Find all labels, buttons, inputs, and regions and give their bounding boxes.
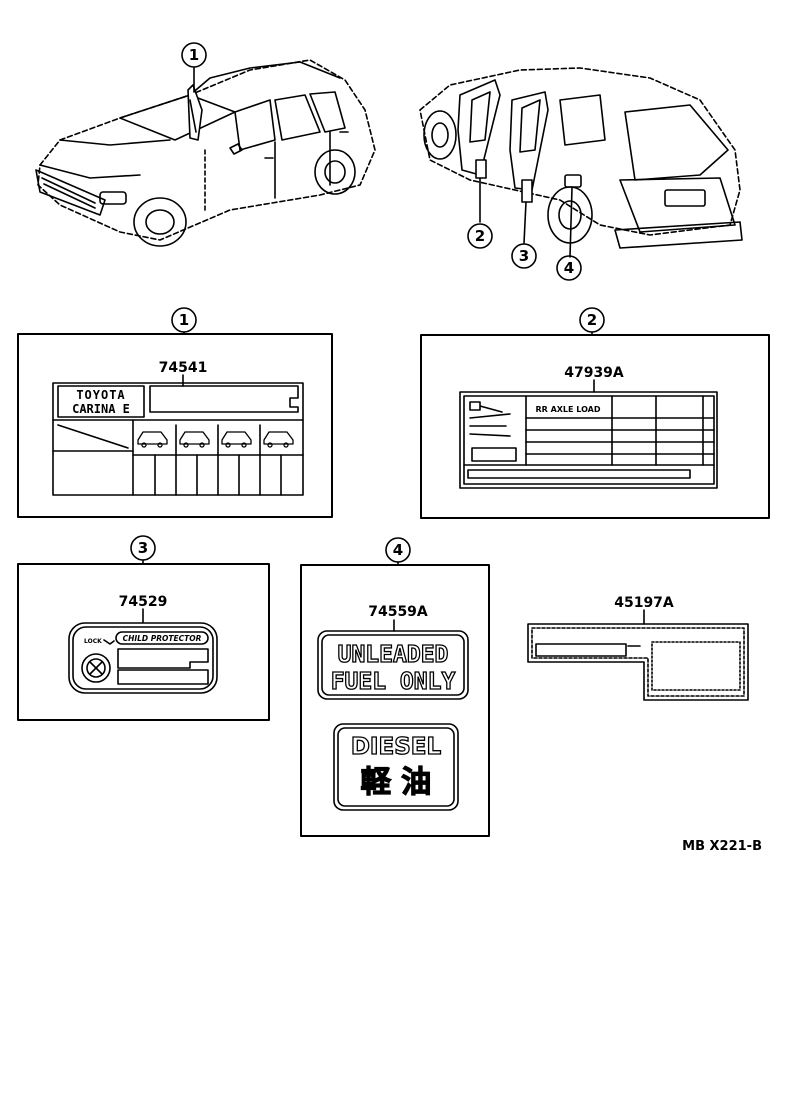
part-number-74541: 74541 <box>159 360 208 376</box>
callout-4-marker-top <box>556 255 582 281</box>
label-text-toyota: TOYOTA <box>76 388 125 402</box>
part-number-47939A: 47939A <box>564 365 624 381</box>
label-text-unleaded: UNLEADED <box>338 642 449 668</box>
panel-3-callout: 3 <box>138 539 148 557</box>
label-text-keiyu: 軽 油 <box>361 765 431 800</box>
callout-1-marker-top <box>181 42 207 68</box>
label-text-carina-e: CARINA E <box>72 402 130 416</box>
label-text-lock: LOCK <box>84 638 102 645</box>
panel-47939A <box>420 307 770 519</box>
car-front-view-illustration <box>35 59 376 247</box>
part-number-74529: 74529 <box>119 594 168 610</box>
panel-4-callout: 4 <box>393 541 403 559</box>
car-rear-view-illustration <box>419 67 743 258</box>
part-number-74559A: 74559A <box>368 604 428 620</box>
part-number-45197A: 45197A <box>614 595 674 611</box>
panel-2-callout: 2 <box>587 311 597 329</box>
label-text-rr-axle-load: RR AXLE LOAD <box>535 405 600 414</box>
label-text-diesel: DIESEL <box>351 734 442 760</box>
panel-74529 <box>17 535 270 721</box>
callout-2-marker-top <box>467 223 493 249</box>
callout-1-label: 1 <box>189 46 199 64</box>
panel-74559A <box>300 537 490 837</box>
panel-45197A <box>527 609 749 701</box>
callout-3-label: 3 <box>519 247 529 265</box>
panel-1-callout: 1 <box>179 311 189 329</box>
label-text-child-protector: CHILD PROTECTOR <box>123 634 202 643</box>
callout-3-marker-top <box>511 243 537 269</box>
callout-labels-top: 1 2 3 4 <box>189 46 574 277</box>
callout-4-label: 4 <box>564 259 574 277</box>
reference-code: MB X221-B <box>682 839 762 854</box>
callout-2-label: 2 <box>475 227 485 245</box>
label-text-fuel-only: FUEL ONLY <box>331 669 456 695</box>
panel-74541 <box>17 307 333 518</box>
